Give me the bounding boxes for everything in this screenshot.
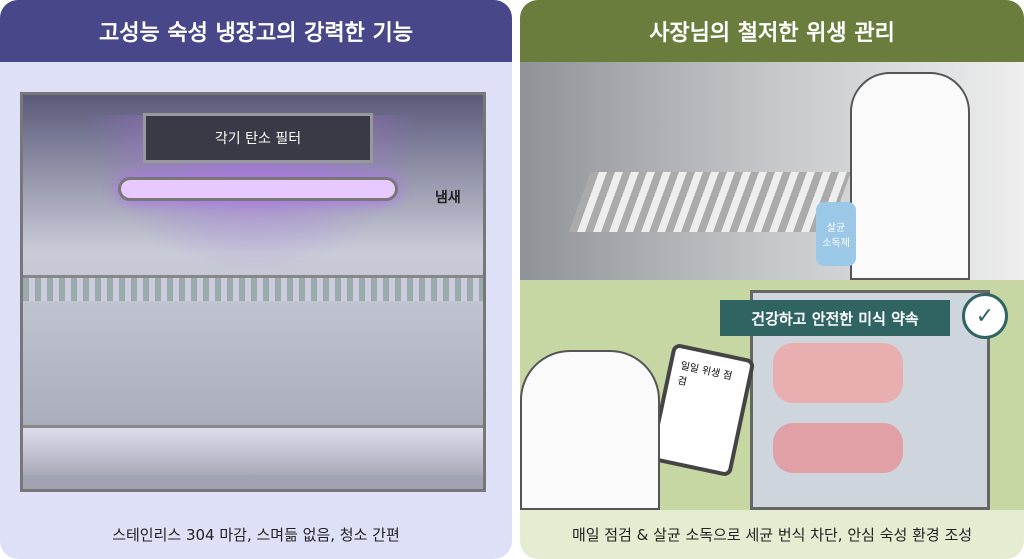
checklist-title: 일일 위생 점검	[676, 360, 734, 389]
chef	[520, 350, 660, 510]
meat	[773, 423, 903, 473]
promise-banner: 건강하고 안전한 미식 약속	[720, 300, 950, 336]
fridge-interior-illustration: 각기 탄소 필터 냄새	[20, 92, 486, 492]
meat	[773, 343, 903, 403]
right-caption: 매일 점검 & 살균 소독으로 세균 번식 차단, 안심 숙성 환경 조성	[571, 525, 973, 544]
odor-label: 냄새	[435, 190, 461, 206]
right-title: 사장님의 철저한 위생 관리	[520, 0, 1024, 62]
chef-cleaning-illustration: 살균 소독제	[520, 62, 1024, 280]
spray-bottle: 살균 소독제	[816, 202, 856, 266]
carbon-filter: 각기 탄소 필터	[143, 113, 373, 163]
left-panel: 고성능 숙성 냉장고의 강력한 기능 각기 탄소 필터 냄새 스테인리스 304…	[0, 0, 512, 559]
filter-label: 각기 탄소 필터	[214, 131, 302, 147]
shelf	[23, 275, 483, 301]
checklist-tablet: 일일 위생 점검	[648, 342, 756, 478]
right-panel: 사장님의 철저한 위생 관리 살균 소독제 일일 위생 점검 건강하고 안전한 …	[520, 0, 1024, 559]
uv-lamp	[118, 177, 398, 201]
left-title: 고성능 숙성 냉장고의 강력한 기능	[0, 0, 512, 62]
left-caption: 스테인리스 304 마감, 스며듦 없음, 청소 간편	[112, 525, 400, 544]
shelf-rack	[569, 172, 851, 232]
chef	[850, 72, 970, 280]
shield-check-icon: ✓	[962, 293, 1008, 339]
spray-label: 살균 소독제	[822, 223, 850, 249]
bottom-shelf	[23, 425, 483, 475]
